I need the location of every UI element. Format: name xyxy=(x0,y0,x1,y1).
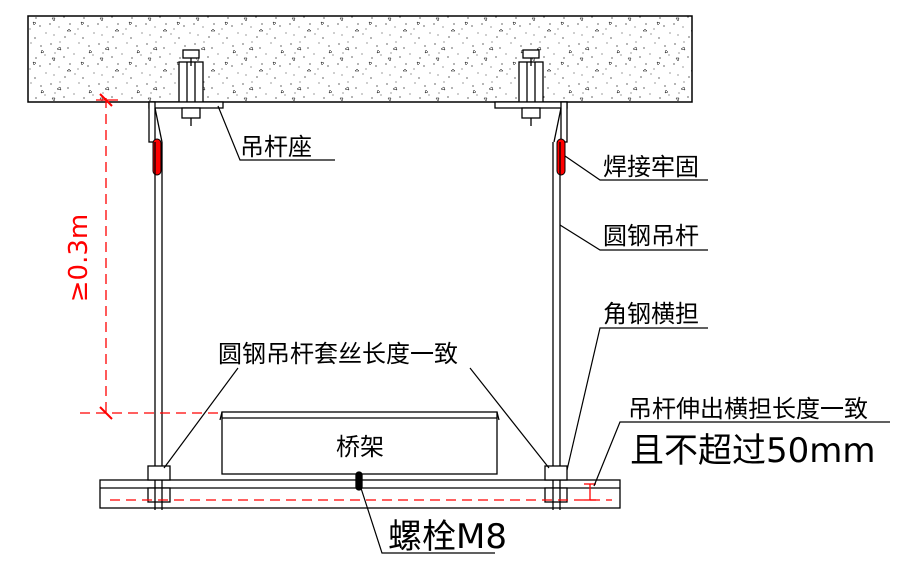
hanger-seat-right xyxy=(494,101,568,143)
bolt-label: 螺栓M8 xyxy=(388,517,507,557)
expansion-bolt-left xyxy=(178,49,204,103)
round-steel-rod-left xyxy=(154,142,163,470)
extension-marker xyxy=(584,483,596,501)
hanger-seat-left xyxy=(148,101,224,143)
leader-thread-left xyxy=(163,367,239,469)
leader-bolt xyxy=(358,481,495,554)
weld-secure-label: 焊接牢固 xyxy=(603,153,699,181)
weld-left xyxy=(152,138,162,176)
rod-extension-label-1: 吊杆伸出横担长度一致 xyxy=(628,395,868,423)
leader-weld xyxy=(564,155,708,181)
round-steel-rod-right xyxy=(552,142,561,470)
nut-left xyxy=(147,465,171,510)
hanger-seat-label: 吊杆座 xyxy=(240,133,312,161)
min-length-dimension: ≥0.3m xyxy=(64,214,94,302)
dimension-tick-bottom xyxy=(99,406,113,420)
round-steel-rod-label: 圆钢吊杆 xyxy=(603,222,699,250)
rod-extension-label-2: 且不超过50mm xyxy=(630,431,876,471)
concrete-slab xyxy=(27,15,693,103)
leader-extension xyxy=(593,421,890,487)
leader-thread-right xyxy=(469,367,550,469)
leader-hanger-seat xyxy=(217,105,335,161)
expansion-bolt-right xyxy=(518,49,544,103)
angle-steel-crossarm-label: 角钢横担 xyxy=(603,300,699,328)
cable-tray-label: 桥架 xyxy=(336,433,384,461)
thread-length-label: 圆钢吊杆套丝长度一致 xyxy=(218,340,458,368)
nut-right xyxy=(544,465,568,510)
leader-rod xyxy=(559,224,708,251)
weld-right xyxy=(556,138,566,176)
dimension-tick-top xyxy=(99,93,113,107)
leader-crossarm xyxy=(566,327,708,471)
